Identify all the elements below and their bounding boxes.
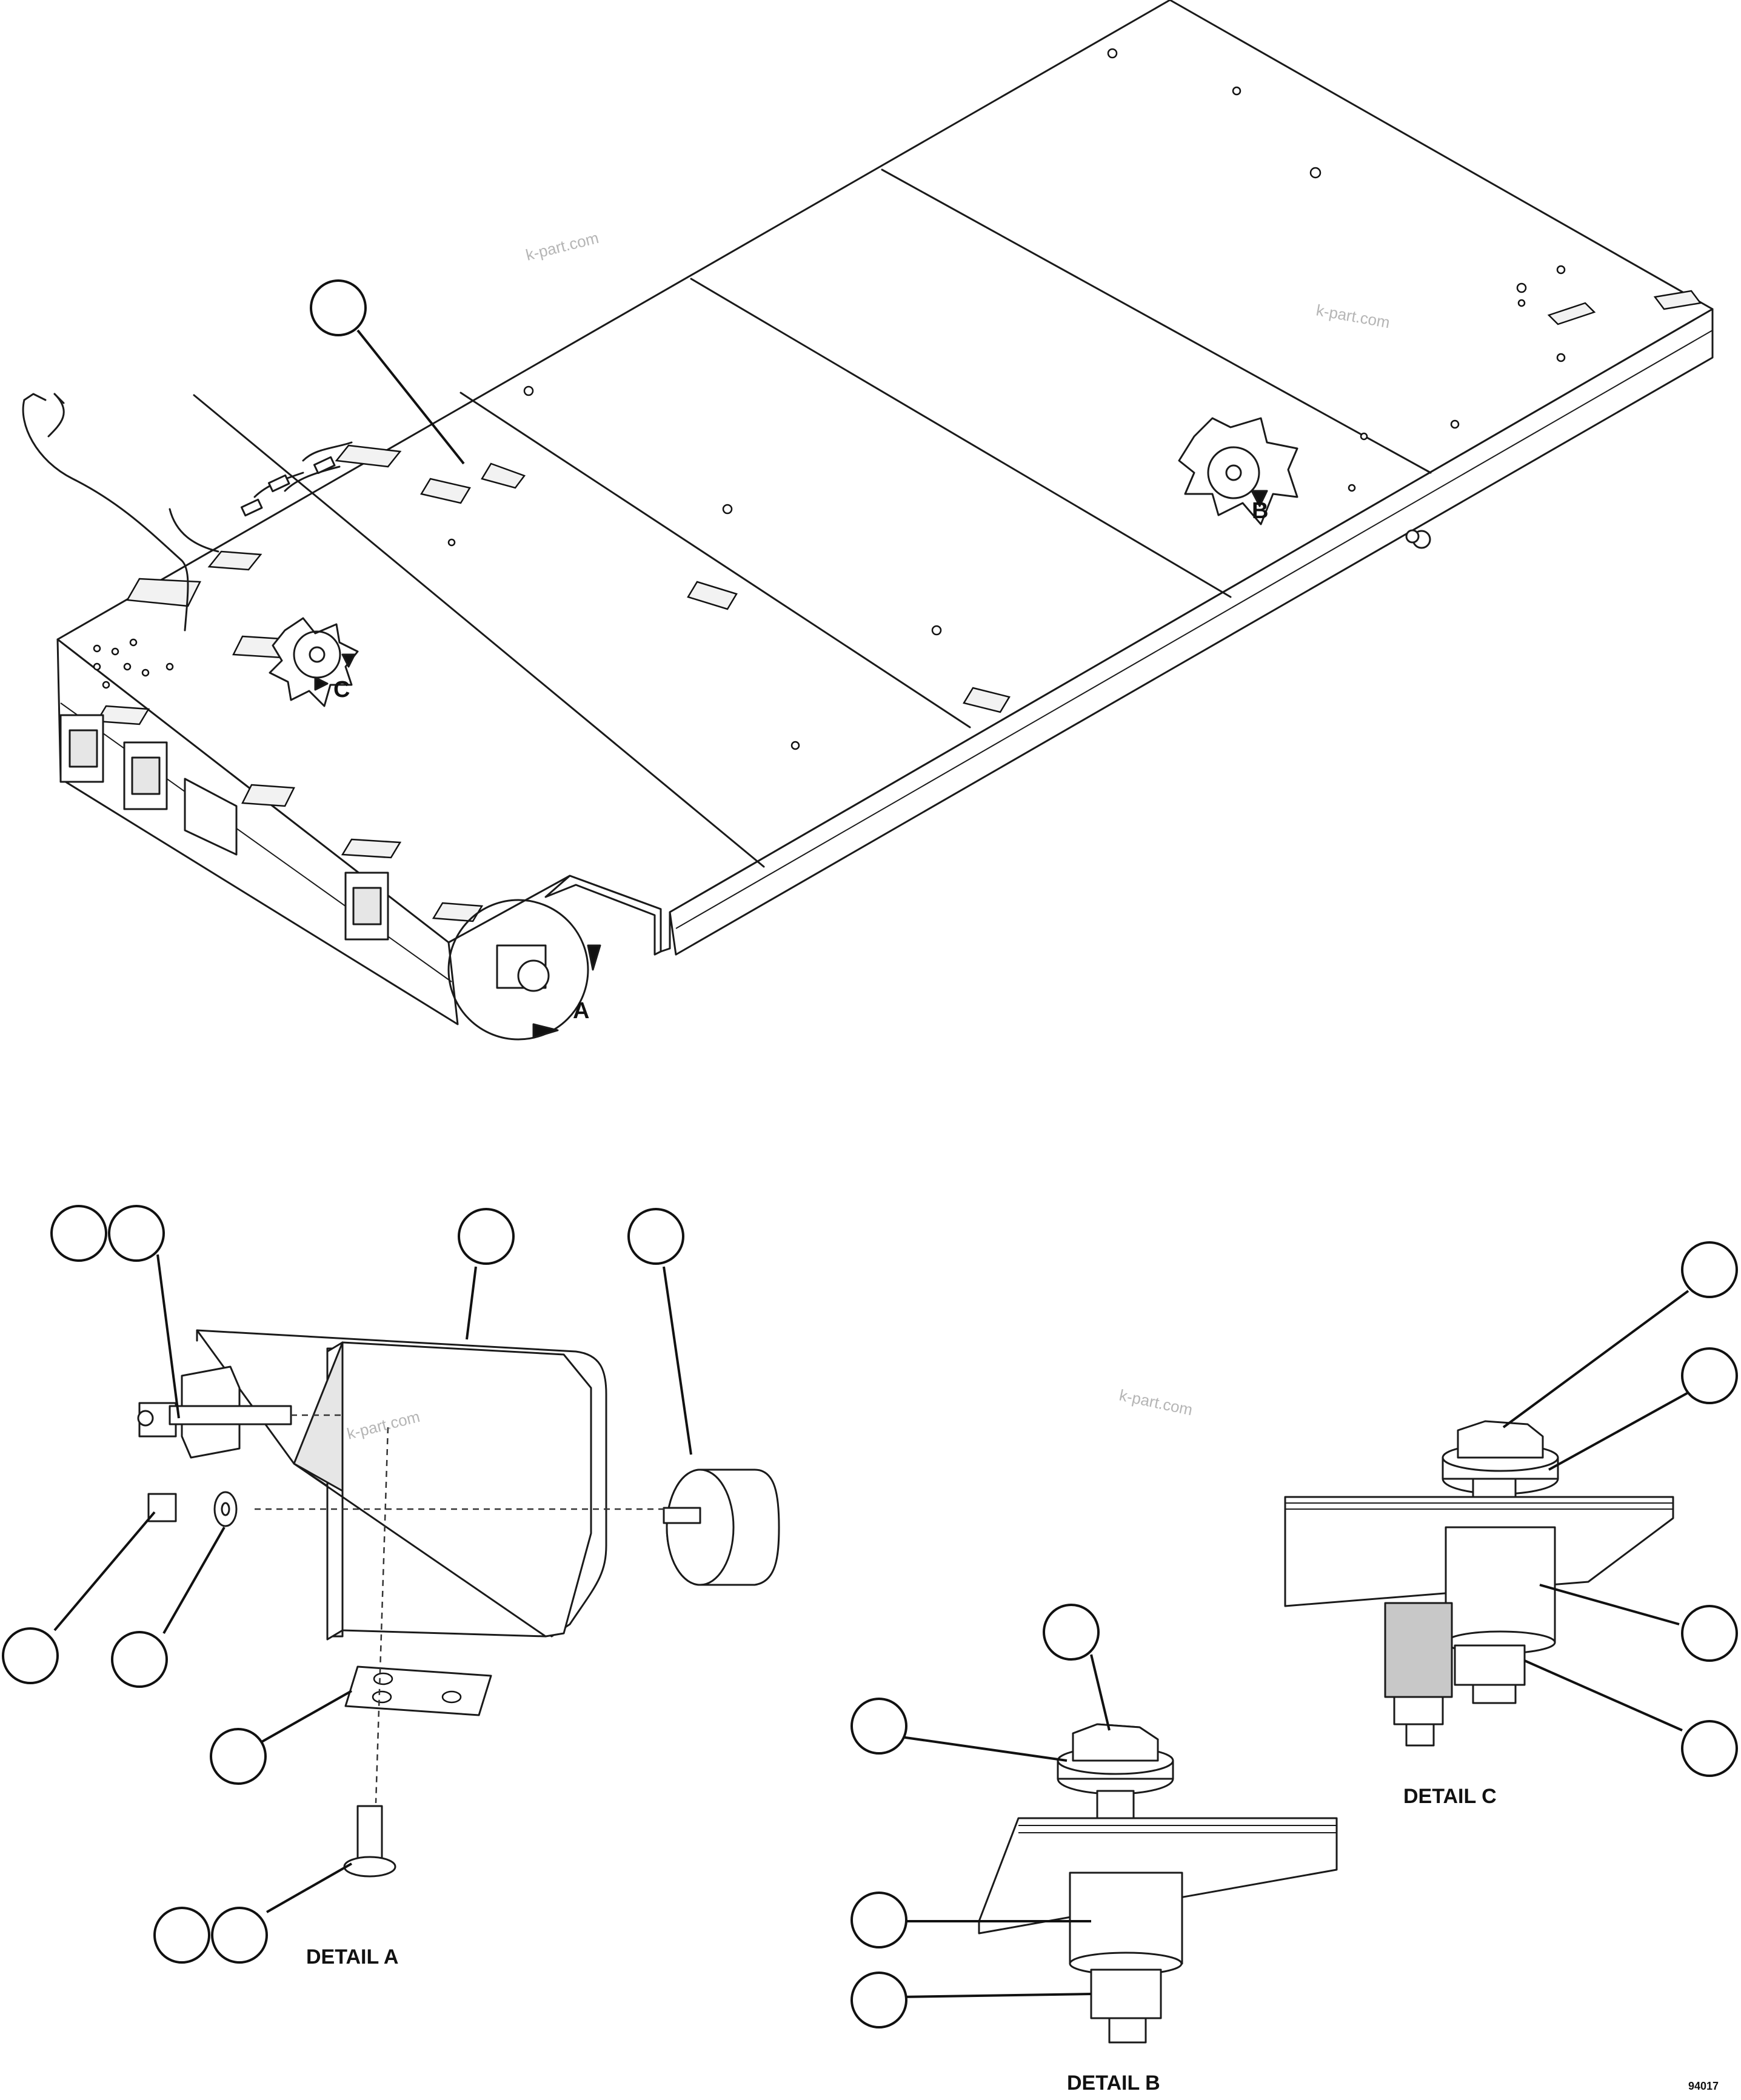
view-marker-a: A bbox=[447, 899, 601, 1041]
drawing-number: 94017 bbox=[1688, 2080, 1719, 2092]
main-callout bbox=[310, 279, 465, 465]
view-marker-b-label: B bbox=[1252, 498, 1268, 524]
deck-seam-1 bbox=[193, 394, 765, 868]
detail-a-label: DETAIL A bbox=[306, 1945, 398, 1968]
detail-b: DETAIL B bbox=[850, 1604, 1338, 2095]
deck-notch bbox=[544, 875, 662, 956]
deck-holes bbox=[447, 48, 1566, 750]
deck-pads bbox=[95, 290, 1702, 922]
view-marker-a-label: A bbox=[573, 998, 589, 1024]
deck-assembly: k-part.com k-part.com bbox=[22, 0, 1714, 1025]
side-panel-features bbox=[59, 638, 389, 941]
watermark-4: k-part.com bbox=[1118, 1386, 1194, 1419]
detail-a: k-part.com DETAIL A bbox=[2, 1205, 780, 1968]
detail-b-label: DETAIL B bbox=[1067, 2072, 1160, 2095]
deck-top-surface bbox=[56, 0, 1714, 953]
watermark-1: k-part.com bbox=[524, 228, 600, 264]
deck-seam-2 bbox=[459, 392, 971, 728]
deck-seam-4 bbox=[881, 168, 1432, 474]
view-marker-c: C bbox=[269, 617, 359, 707]
detail-c-label: DETAIL C bbox=[1403, 1785, 1497, 1808]
view-marker-b: B bbox=[1178, 417, 1298, 525]
detail-c: k-part.com DETAIL C bbox=[1118, 1241, 1738, 1808]
edge-bolt bbox=[1405, 529, 1431, 549]
view-marker-c-label: C bbox=[333, 677, 350, 702]
deck-seam-3 bbox=[690, 278, 1232, 598]
